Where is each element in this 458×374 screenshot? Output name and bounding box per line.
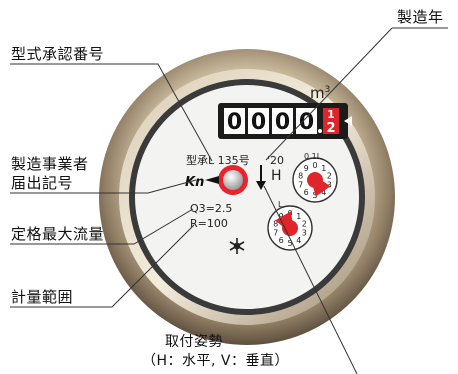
- sub-dial-numeral: 7: [298, 181, 303, 190]
- orientation-arrow-icon: [256, 181, 266, 190]
- callout-leader-lines: [10, 27, 448, 374]
- leader-measurement-range: [10, 224, 195, 308]
- callout-mounting-line1: 取付姿勢: [165, 334, 223, 350]
- counter-digit-3: 0: [275, 110, 290, 135]
- sub-dial-numeral: 9: [279, 212, 284, 221]
- sub-dial-left-label: L: [278, 200, 283, 209]
- callout-mounting-line2: （H：水平, V：垂直）: [142, 353, 290, 369]
- sub-dial-numeral: 8: [273, 219, 278, 228]
- callout-manufacture-year: 製造年: [397, 8, 444, 26]
- sub-dial-numeral: 5: [312, 191, 317, 200]
- decimal-point: [318, 129, 322, 133]
- callout-manufacturer-code-line2: 届出記号: [11, 174, 74, 192]
- callout-manufacturer-code-line1: 製造事業者: [11, 155, 89, 173]
- counter-digit-4: 0: [299, 110, 314, 135]
- sub-dial-right-label: 0.1L: [304, 152, 322, 161]
- sub-dial-numeral: 1: [321, 164, 326, 173]
- leader-manufacturer-code: [10, 179, 197, 194]
- callout-rated-max-flow: 定格最大流量: [11, 225, 105, 243]
- red-decimal-wheel: [323, 108, 339, 134]
- sub-dial-numeral: 0: [312, 161, 317, 170]
- manufacture-year-text: '20: [267, 154, 284, 167]
- red-wheel-digit-bottom: 2: [326, 121, 335, 136]
- maker-mark: Kn: [185, 175, 204, 190]
- sub-dial-numeral: 3: [302, 229, 307, 238]
- unit-label: m3: [310, 84, 330, 102]
- leader-mounting: [263, 185, 358, 374]
- approval-number-text: 型承L 135号: [186, 153, 250, 167]
- sub-dial-numeral: 3: [327, 181, 332, 190]
- sub-dial-numeral: 4: [296, 236, 301, 245]
- counter-digit-2: 0: [251, 110, 266, 135]
- sub-dial-numeral: 9: [304, 164, 309, 173]
- leader-model-approval: [10, 63, 213, 162]
- sub-dial-numeral: 2: [302, 219, 307, 228]
- red-wheel-digit-top: 1: [327, 108, 335, 121]
- callout-measurement-range: 計量範囲: [11, 288, 74, 306]
- counter-arrow-icon: [344, 116, 352, 126]
- snowflake-icon: [229, 238, 245, 254]
- sub-dial-numeral: 8: [298, 171, 303, 180]
- sub-dial-numeral: 6: [279, 236, 284, 245]
- dial-face: [135, 85, 359, 309]
- q3-text: Q3=2.5: [190, 202, 232, 215]
- counter-digit-1: 0: [227, 110, 242, 135]
- orientation-letter: H: [271, 168, 282, 184]
- leader-manufacture-year-diag: [265, 27, 393, 161]
- sub-dial-numeral: 7: [273, 229, 278, 238]
- callout-model-approval-number: 型式承認番号: [11, 45, 105, 63]
- sub-dial-numeral: 6: [304, 188, 309, 197]
- sub-dial-numeral: 5: [287, 239, 292, 248]
- leader-rated-max-flow: [10, 208, 194, 245]
- r-text: R=100: [190, 217, 228, 230]
- sub-dial-numeral: 2: [327, 171, 332, 180]
- flow-indicator-pointer-icon: [205, 176, 219, 184]
- counter-digit-cells: [224, 108, 317, 134]
- flow-indicator-knob: [223, 170, 243, 190]
- sub-dial-numeral: 1: [296, 212, 301, 221]
- sub-dial-numeral: 4: [321, 188, 326, 197]
